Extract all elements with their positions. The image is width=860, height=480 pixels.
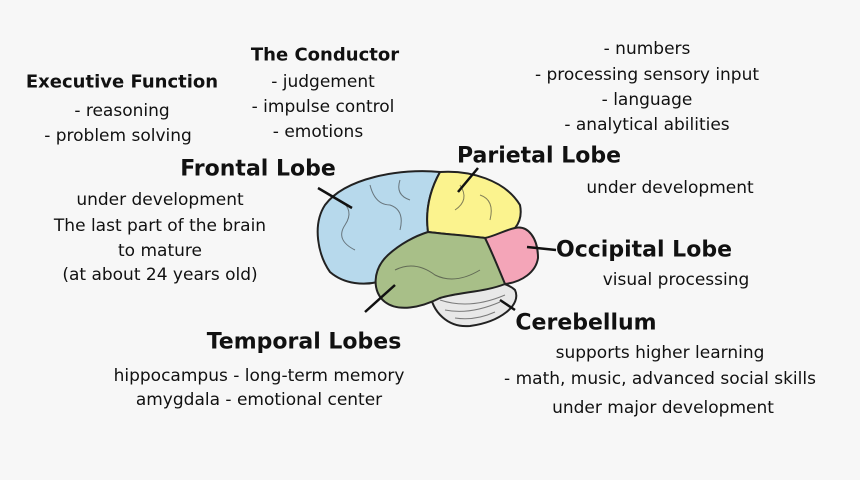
parietal-pointer-line: [457, 167, 479, 193]
temporal-note: amygdala - emotional center: [135, 390, 383, 410]
cerebellum-title: Cerebellum: [515, 310, 657, 336]
cerebellum-note: supports higher learning: [555, 343, 765, 363]
parietal-function: - language: [601, 90, 693, 110]
parietal-function: - numbers: [603, 39, 691, 59]
parietal-function: - processing sensory input: [534, 65, 760, 85]
frontal-lobe-title: Frontal Lobe: [180, 156, 336, 182]
conductor-title: The Conductor: [250, 44, 400, 66]
parietal-function: - analytical abilities: [564, 115, 730, 135]
temporal-pointer-line: [364, 284, 396, 313]
conductor-item: - judgement: [271, 72, 375, 92]
executive-item: - reasoning: [74, 101, 170, 121]
frontal-note: (at about 24 years old): [62, 265, 258, 285]
executive-function-title: Executive Function: [25, 71, 219, 93]
temporal-lobes-title: Temporal Lobes: [206, 329, 402, 355]
frontal-pointer-line: [317, 186, 353, 210]
cerebellum-note: under major development: [552, 398, 774, 418]
occipital-pointer-line: [526, 245, 557, 252]
occipital-note: visual processing: [602, 270, 750, 290]
frontal-note: to mature: [118, 241, 202, 261]
executive-item: - problem solving: [44, 126, 192, 146]
parietal-note: under development: [586, 178, 754, 198]
parietal-lobe-title: Parietal Lobe: [456, 143, 622, 169]
conductor-item: - impulse control: [251, 97, 395, 117]
temporal-note: hippocampus - long-term memory: [113, 366, 405, 386]
cerebellum-pointer-line: [499, 298, 516, 312]
conductor-item: - emotions: [272, 122, 364, 142]
cerebellum-note: - math, music, advanced social skills: [504, 369, 816, 389]
occipital-lobe-title: Occipital Lobe: [556, 237, 732, 263]
parietal-lobe-region: [426, 170, 522, 240]
frontal-note: The last part of the brain: [53, 216, 267, 236]
frontal-note: under development: [76, 190, 244, 210]
temporal-lobe-region: [374, 231, 506, 309]
